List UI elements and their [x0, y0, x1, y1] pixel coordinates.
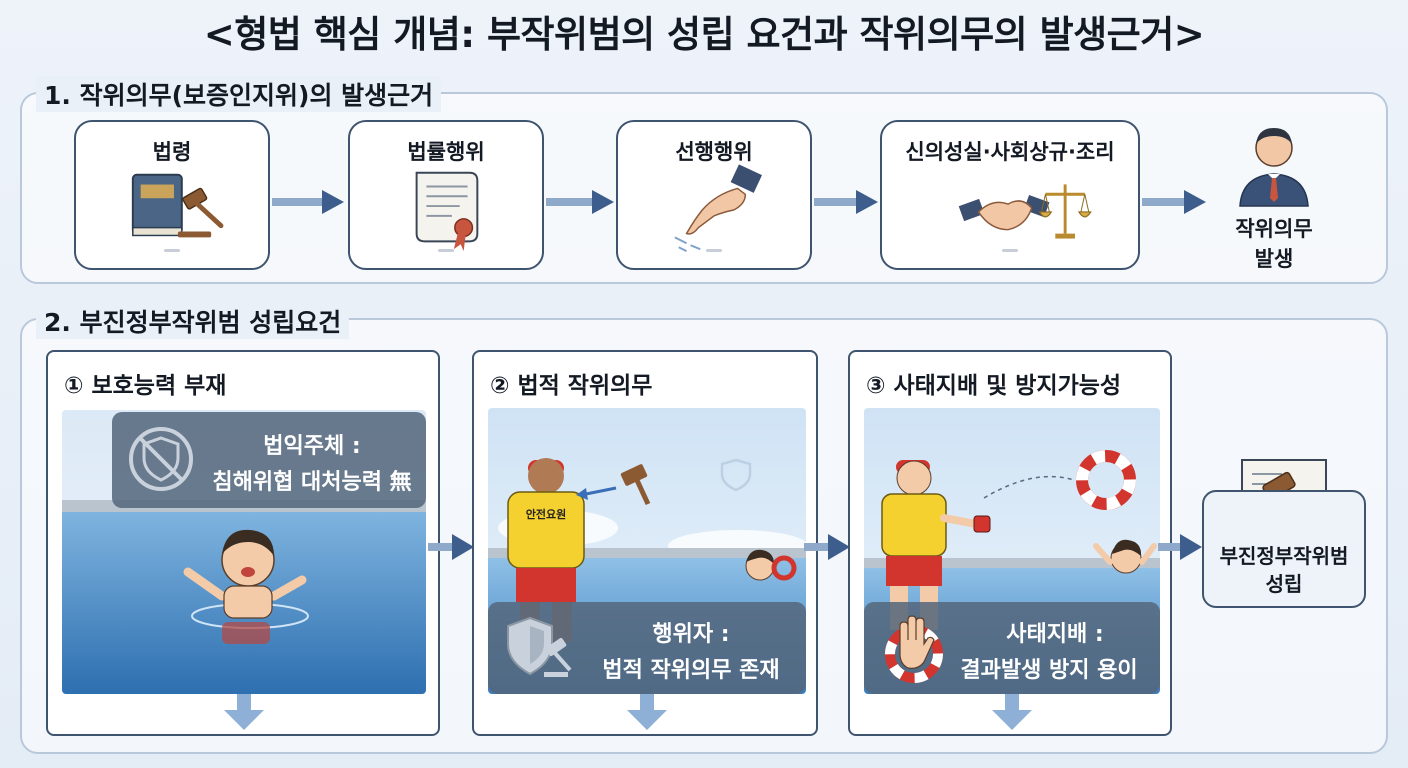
section-requirements-label: 2. 부진정부작위범 성립요건 [36, 303, 350, 339]
flow-arrow-icon [546, 190, 614, 214]
requirement-overlay-3: 사태지배 : 결과발생 방지 용이 [864, 602, 1160, 694]
section-basis-label: 1. 작위의무(보증인지위)의 발생근거 [36, 76, 442, 112]
final-result-line2: 성립 [1265, 572, 1303, 596]
basis-card-prior-conduct: 선행행위 [616, 120, 812, 270]
lifeguard-shirt-label: 안전요원 [526, 507, 566, 521]
overlay-line2: 결과발생 방지 용이 [960, 658, 1138, 683]
basis-card-juristic-act: 법률행위 [348, 120, 544, 270]
requirement-overlay-2: 행위자 : 법적 작위의무 존재 [488, 602, 806, 694]
stop-hand-lifebuoy-icon [885, 615, 943, 683]
down-arrow-icon [627, 694, 667, 730]
down-arrow-icon [992, 694, 1032, 730]
basis-card-title: 선행행위 [675, 140, 753, 164]
contract-document-icon [415, 171, 479, 252]
requirement-box-1: ① 보호능력 부재 법익주체 : 침해위협 대처능력 無 [46, 350, 440, 736]
overlay-line2: 침해위협 대처능력 無 [212, 470, 412, 495]
basis-card-statute: 법령 [74, 120, 270, 270]
basis-card-title: 신의성실·사회상규·조리 [905, 140, 1115, 164]
flow-arrow-icon [428, 534, 474, 560]
requirement-box-3: ③ 사태지배 및 방지가능성 [848, 350, 1172, 736]
basis-card-title: 법률행위 [407, 140, 485, 164]
flow-arrow-icon [272, 190, 344, 214]
result-duty-line1: 작위의무 [1235, 217, 1313, 241]
card-dash [438, 249, 454, 252]
down-arrow-icon [224, 694, 264, 730]
basis-card-title: 법령 [152, 140, 192, 164]
flow-arrow-icon [804, 534, 850, 560]
final-result-box: 부진정부작위범 성립 [1202, 490, 1366, 608]
shield-gavel-icon [507, 616, 572, 677]
flow-arrow-icon [1142, 190, 1206, 214]
law-book-gavel-icon [131, 173, 224, 238]
requirement-title: ② 법적 작위의무 [490, 373, 653, 399]
pointing-hand-icon [674, 164, 763, 253]
flow-arrow-icon [1158, 534, 1202, 560]
result-duty-line2: 발생 [1254, 247, 1294, 271]
overlay-line1: 법익주체 : [263, 434, 361, 459]
requirement-overlay-1: 법익주체 : 침해위협 대처능력 無 [112, 412, 426, 508]
overlay-line1: 행위자 : [652, 622, 730, 647]
overlay-line2: 법적 작위의무 존재 [602, 658, 780, 683]
no-protection-shield-icon [129, 427, 193, 491]
card-dash [1002, 249, 1018, 252]
overlay-line1: 사태지배 : [1006, 622, 1104, 647]
basis-card-good-faith: 신의성실·사회상규·조리 [880, 120, 1140, 270]
page-title: <형법 핵심 개념: 부작위범의 성립 요건과 작위의무의 발생근거> [203, 13, 1205, 56]
card-dash [706, 249, 722, 252]
final-result-line1: 부진정부작위범 [1219, 544, 1349, 568]
card-dash [164, 249, 180, 252]
requirement-box-2: ② 법적 작위의무 안전요원 [472, 350, 818, 736]
requirement-title: ③ 사태지배 및 방지가능성 [866, 373, 1122, 399]
flow-arrow-icon [814, 190, 878, 214]
requirement-title: ① 보호능력 부재 [64, 373, 227, 399]
person-icon [1239, 128, 1309, 207]
handshake-scales-icon [958, 184, 1092, 239]
